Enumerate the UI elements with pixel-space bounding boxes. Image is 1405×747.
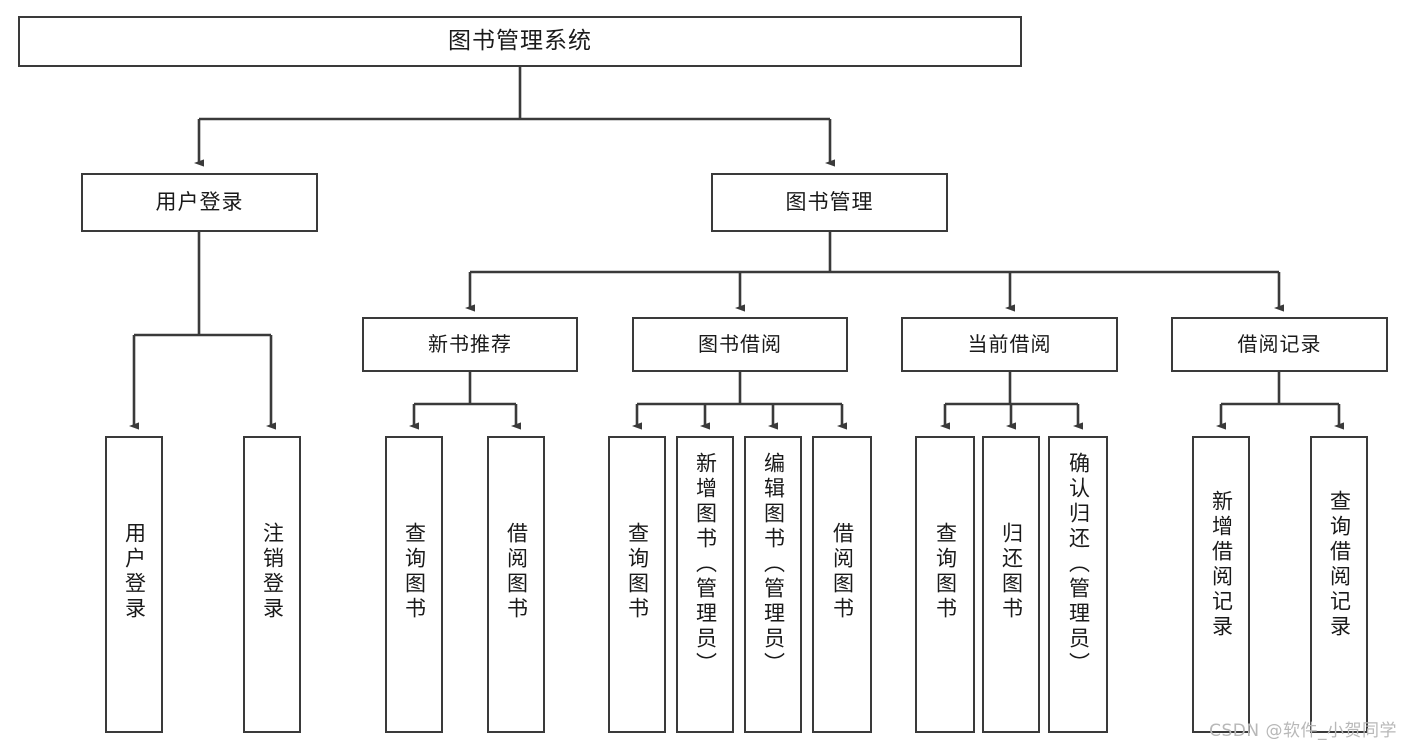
node-leaf-edit-book-label: 编辑图书（管理员） <box>761 452 786 677</box>
node-book-borrow[interactable]: 图书借阅 <box>632 317 848 372</box>
node-leaf-borrow-book-1-label: 借阅图书 <box>504 522 529 622</box>
node-leaf-edit-book[interactable]: 编辑图书（管理员） <box>744 436 802 733</box>
node-leaf-query-book-1[interactable]: 查询图书 <box>385 436 443 733</box>
node-leaf-user-login[interactable]: 用户登录 <box>105 436 163 733</box>
node-root-label: 图书管理系统 <box>448 27 592 54</box>
node-current-borrow[interactable]: 当前借阅 <box>901 317 1118 372</box>
node-leaf-borrow-book-2[interactable]: 借阅图书 <box>812 436 872 733</box>
node-borrow-record-label: 借阅记录 <box>1237 331 1322 356</box>
node-borrow-record[interactable]: 借阅记录 <box>1171 317 1388 372</box>
node-leaf-confirm-return-label: 确认归还（管理员） <box>1066 452 1091 677</box>
node-leaf-add-record-label: 新增借阅记录 <box>1209 490 1234 640</box>
node-leaf-add-book[interactable]: 新增图书（管理员） <box>676 436 734 733</box>
node-leaf-query-book-1-label: 查询图书 <box>402 522 427 622</box>
node-leaf-borrow-book-1[interactable]: 借阅图书 <box>487 436 545 733</box>
node-leaf-add-record[interactable]: 新增借阅记录 <box>1192 436 1250 733</box>
node-new-book-recommend[interactable]: 新书推荐 <box>362 317 578 372</box>
node-leaf-query-book-3-label: 查询图书 <box>933 522 958 622</box>
node-user-login-label: 用户登录 <box>155 190 244 215</box>
node-leaf-return-book[interactable]: 归还图书 <box>982 436 1040 733</box>
node-leaf-borrow-book-2-label: 借阅图书 <box>830 522 855 622</box>
node-leaf-query-record[interactable]: 查询借阅记录 <box>1310 436 1368 733</box>
node-leaf-query-record-label: 查询借阅记录 <box>1327 490 1352 640</box>
node-new-book-recommend-label: 新书推荐 <box>428 331 512 356</box>
node-leaf-add-book-label: 新增图书（管理员） <box>693 452 718 677</box>
node-book-management-label: 图书管理 <box>785 190 874 215</box>
node-book-management[interactable]: 图书管理 <box>711 173 948 232</box>
node-leaf-query-book-2-label: 查询图书 <box>625 522 650 622</box>
node-leaf-user-login-label: 用户登录 <box>122 522 147 622</box>
node-leaf-query-book-2[interactable]: 查询图书 <box>608 436 666 733</box>
node-leaf-return-book-label: 归还图书 <box>999 522 1024 622</box>
node-current-borrow-label: 当前借阅 <box>967 331 1052 356</box>
node-user-login[interactable]: 用户登录 <box>81 173 318 232</box>
node-leaf-confirm-return[interactable]: 确认归还（管理员） <box>1048 436 1108 733</box>
node-root[interactable]: 图书管理系统 <box>18 16 1022 67</box>
node-leaf-user-logout-label: 注销登录 <box>260 522 285 622</box>
node-leaf-query-book-3[interactable]: 查询图书 <box>915 436 975 733</box>
node-leaf-user-logout[interactable]: 注销登录 <box>243 436 301 733</box>
node-book-borrow-label: 图书借阅 <box>698 331 782 356</box>
